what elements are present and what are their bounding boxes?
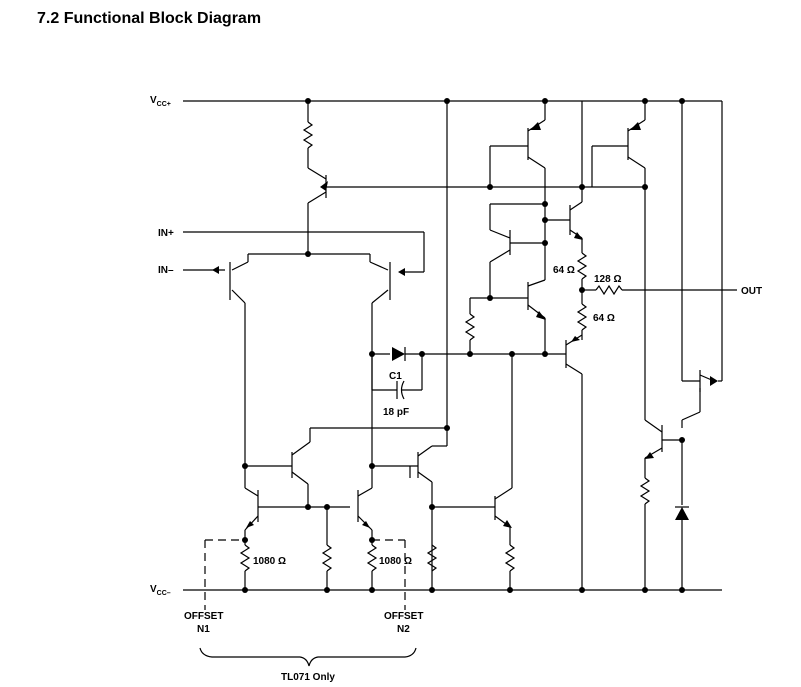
offset-n2-label: OFFSET <box>384 611 423 622</box>
output-stage <box>464 101 737 590</box>
input-lines <box>183 231 425 276</box>
junction-dots <box>242 98 685 593</box>
supply-rails <box>183 100 723 591</box>
offset-n2-pin-label: N2 <box>397 624 410 635</box>
tl071-brace <box>199 647 417 667</box>
vcc-plus-label: VCC+ <box>150 95 171 108</box>
c1-value-label: 18 pF <box>383 407 409 418</box>
out-label: OUT <box>741 286 762 297</box>
r64-upper-label: 64 Ω <box>553 265 575 276</box>
section-heading: 7.2 Functional Block Diagram <box>37 10 262 27</box>
input-stage <box>229 101 645 466</box>
offset-n1-pin-label: N1 <box>197 624 210 635</box>
in-minus-label: IN– <box>158 265 174 276</box>
c1-label: C1 <box>389 371 402 382</box>
r128-label: 128 Ω <box>594 274 621 285</box>
gain-stage <box>204 101 516 610</box>
labels: VCC+ VCC– IN+ IN– OUT C1 18 pF 64 Ω 64 Ω… <box>150 95 762 683</box>
offset-n1-label: OFFSET <box>184 611 223 622</box>
in-plus-label: IN+ <box>158 228 174 239</box>
vcc-minus-label: VCC– <box>150 584 171 597</box>
tl071-only-label: TL071 Only <box>281 672 335 683</box>
r1080-left-label: 1080 Ω <box>253 556 286 567</box>
r1080-right-label: 1080 Ω <box>379 556 412 567</box>
r64-lower-label: 64 Ω <box>593 313 615 324</box>
